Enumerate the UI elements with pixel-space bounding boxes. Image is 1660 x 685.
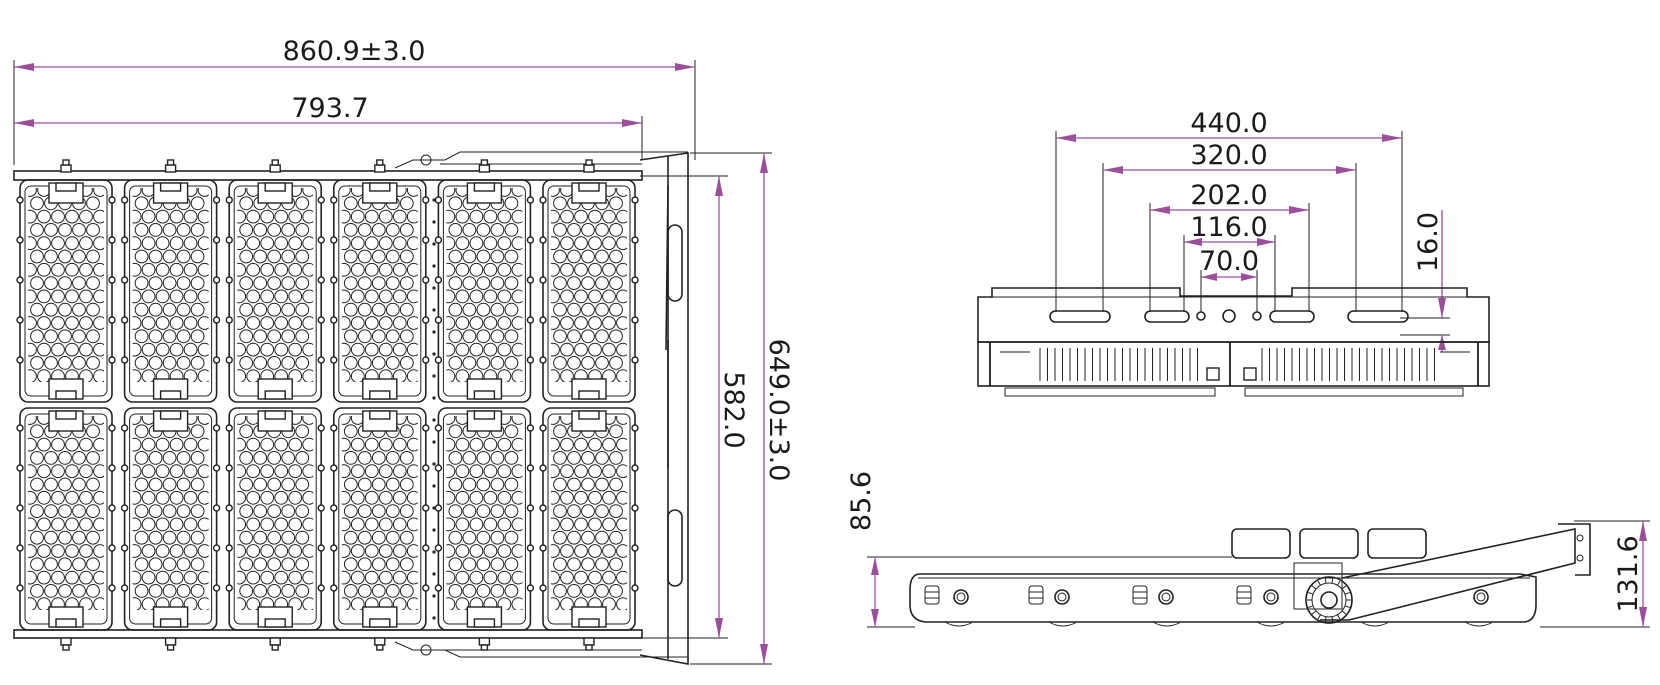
dimension-440: 440.0 xyxy=(1055,108,1403,312)
led-module xyxy=(120,179,221,403)
led-module xyxy=(225,179,325,403)
led-module xyxy=(330,407,430,631)
dim-text-total-height: 131.6 xyxy=(1613,535,1644,612)
dimension-inner-height: 582.0 xyxy=(640,175,749,639)
hinge-gear xyxy=(1305,576,1353,624)
rivet xyxy=(432,352,436,356)
rivet xyxy=(432,506,436,510)
rivet xyxy=(432,220,436,224)
rivet xyxy=(432,418,436,422)
mounting-slots xyxy=(1049,309,1409,323)
end-view-housing xyxy=(977,287,1490,343)
dimension-body-width: 793.7 xyxy=(14,93,643,160)
dim-text-body-width: 793.7 xyxy=(291,93,368,124)
side-view: 85.6 131.6 xyxy=(846,471,1650,628)
front-view: 860.9±3.0 793.7 xyxy=(13,36,794,665)
led-module xyxy=(539,179,639,403)
dim-text-70: 70.0 xyxy=(1199,246,1259,277)
rivet xyxy=(432,594,436,598)
dimension-70: 70.0 xyxy=(1199,246,1259,312)
driver-boxes xyxy=(1231,528,1427,559)
dimension-16: 16.0 xyxy=(1400,210,1450,352)
dim-text-inner-height: 582.0 xyxy=(718,371,749,448)
top-rail xyxy=(13,170,643,181)
side-view-heatsink-details xyxy=(924,585,1494,627)
dim-text-440: 440.0 xyxy=(1190,108,1267,139)
rivet xyxy=(432,308,436,312)
rivet xyxy=(432,286,436,290)
led-module xyxy=(16,407,116,631)
end-view-heatsink xyxy=(977,341,1490,397)
rivet xyxy=(432,462,436,466)
dim-text-202: 202.0 xyxy=(1190,180,1267,211)
side-bracket-arm xyxy=(1320,528,1576,621)
rivet xyxy=(432,440,436,444)
dim-text-116: 116.0 xyxy=(1190,212,1267,243)
dimension-body-height: 85.6 xyxy=(846,471,1232,628)
dim-text-overall-height: 649.0±3.0 xyxy=(763,339,794,482)
dimension-116: 116.0 xyxy=(1183,212,1276,312)
rivet xyxy=(432,198,436,202)
led-module-grid xyxy=(16,159,639,651)
dim-text-overall-width: 860.9±3.0 xyxy=(283,36,426,67)
led-module xyxy=(16,179,116,403)
module-divider-rivets xyxy=(432,198,436,620)
rivet xyxy=(432,330,436,334)
led-module xyxy=(434,179,535,403)
dimension-overall-width: 860.9±3.0 xyxy=(13,36,696,165)
led-module xyxy=(120,407,221,631)
end-view: 440.0 320.0 202.0 116.0 xyxy=(977,108,1490,397)
rivet xyxy=(432,572,436,576)
rivet xyxy=(432,242,436,246)
rivet xyxy=(432,616,436,620)
rivet xyxy=(432,374,436,378)
dimension-202: 202.0 xyxy=(1149,180,1310,312)
led-module xyxy=(539,407,639,631)
led-module xyxy=(330,179,430,403)
bottom-rail xyxy=(13,629,643,639)
dim-text-16: 16.0 xyxy=(1413,212,1444,272)
rivet xyxy=(432,550,436,554)
dimension-320: 320.0 xyxy=(1102,140,1357,312)
rivet xyxy=(432,528,436,532)
led-module xyxy=(434,407,535,631)
dim-text-320: 320.0 xyxy=(1190,140,1267,171)
rivet xyxy=(432,264,436,268)
dimension-total-height: 131.6 xyxy=(1540,520,1650,628)
dimension-overall-height: 649.0±3.0 xyxy=(690,152,794,665)
led-module xyxy=(225,407,325,631)
mounting-bracket xyxy=(394,151,689,665)
dim-text-body-height: 85.6 xyxy=(846,471,877,531)
rivet xyxy=(432,396,436,400)
side-view-housing xyxy=(909,573,1537,623)
rivet xyxy=(432,484,436,488)
